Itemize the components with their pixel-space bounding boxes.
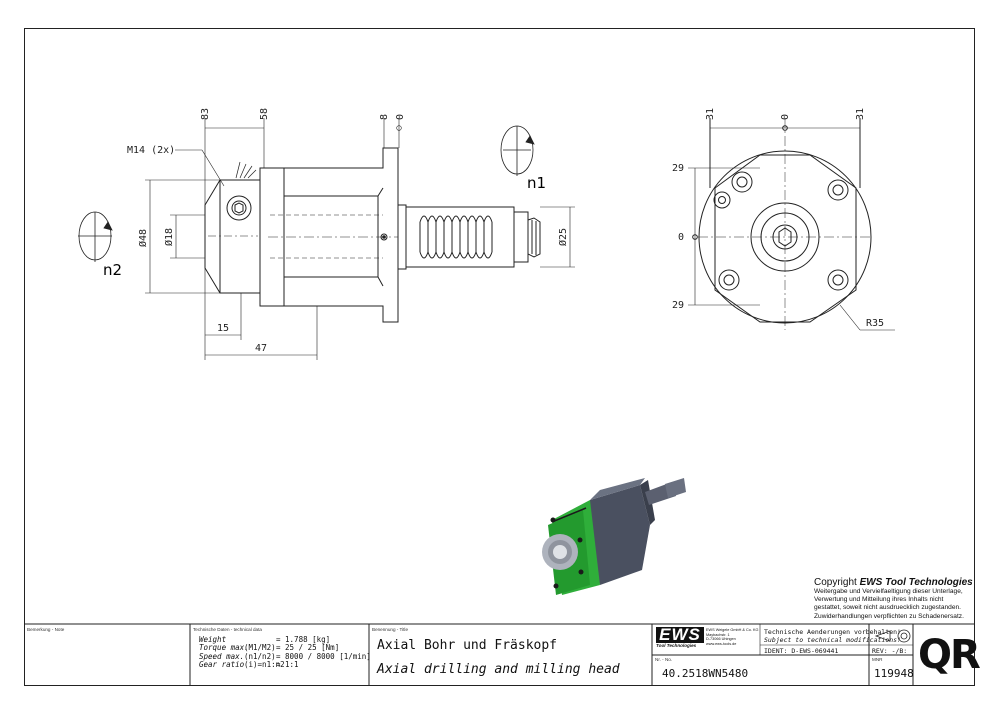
techdata-labels: Weight Torque max. Speed max. Gear ratio xyxy=(199,635,249,670)
techdata-values: = 1.788 [kg] = 25 / 25 [Nm] = 8000 / 800… xyxy=(276,635,371,670)
thread-hole-icon xyxy=(226,195,252,221)
company-line: EWS Weigele GmbH & Co. KG xyxy=(706,628,759,632)
part-number: 40.2518WN5480 xyxy=(662,667,749,680)
mnr-label: MNR xyxy=(872,657,883,662)
torque-value: = 25 / 25 [Nm] xyxy=(276,643,340,653)
dim-58: 58 xyxy=(259,108,270,120)
company-address: EWS Weigele GmbH & Co. KG Maybachstr. 1 … xyxy=(706,628,758,646)
dimension-lines-side xyxy=(145,118,575,360)
rotation-n2-label: n2 xyxy=(103,261,122,279)
ident: IDENT: D-EWS-069441 xyxy=(764,647,839,655)
dim-31-right: 31 xyxy=(855,108,866,120)
copyright-prefix: Copyright xyxy=(814,577,860,588)
copyright-line: gestattet, soweit nicht ausdruecklich zu… xyxy=(814,604,961,612)
dim-47: 47 xyxy=(255,343,267,354)
housing-outline xyxy=(259,147,399,323)
torque-label: Torque max. xyxy=(199,643,249,653)
dim-31-left: 31 xyxy=(705,108,716,120)
company-line: D-73066 Uhingen xyxy=(706,637,736,642)
title-block-frame xyxy=(24,623,975,686)
title-german: Axial Bohr und Fräskopf xyxy=(377,638,558,653)
copyright-line: Verwertung und Mitteilung ihres Inhalts … xyxy=(814,596,944,604)
spline-shaft xyxy=(397,204,541,270)
copyright-note: Copyright EWS Tool Technologies Weiterga… xyxy=(814,577,974,621)
weight-label: Weight xyxy=(199,635,227,644)
techdata-header: Technische Daten - technical data xyxy=(193,627,262,632)
company-line: www.ews-tools.de xyxy=(706,641,737,646)
front-view xyxy=(688,118,895,331)
dim-dia48: Ø48 xyxy=(137,229,149,247)
tolerance-symbol-icon xyxy=(874,629,911,643)
copyright-line: Zuwiderhandlungen verpflichten zu Schade… xyxy=(814,612,964,620)
ews-logo: EWS Tool Technologies xyxy=(656,626,704,648)
drawing-sheet xyxy=(24,28,975,686)
mnr-number: 119948 xyxy=(874,667,914,680)
dim-r35: R35 xyxy=(866,318,884,329)
remarks-header: Bemerkung - Note xyxy=(27,627,65,632)
rotation-n1-icon xyxy=(500,125,535,176)
speed-label: Speed max. xyxy=(199,651,245,661)
dim-29-bottom: 29 xyxy=(672,300,684,311)
gear-sub: (i)=n1:n2 xyxy=(244,660,285,670)
copyright-brand: EWS Tool Technologies xyxy=(859,577,973,588)
rotation-n2-icon xyxy=(78,211,113,262)
dim-0-side: 0 xyxy=(395,114,406,120)
qr-mark: QR xyxy=(918,632,981,678)
changes-de: Technische Aenderungen vorbehalten! xyxy=(764,628,901,636)
speed-value: = 8000 / 8000 [1/min] xyxy=(276,651,371,661)
thread-label: M14 (2x) xyxy=(127,145,175,156)
logo-sub: Tool Technologies xyxy=(656,643,697,648)
speed-sub: (n1/n2) xyxy=(244,651,276,661)
dim-29-top: 29 xyxy=(672,163,684,174)
title-header: Benennung - Title xyxy=(372,627,409,632)
product-3d-render xyxy=(542,478,686,595)
hatch-marks xyxy=(235,161,257,179)
logo-text: EWS xyxy=(656,626,704,643)
rotation-n1-label: n1 xyxy=(527,174,546,192)
dim-83: 83 xyxy=(200,108,211,120)
revision: REV: -/B: xyxy=(872,647,908,655)
changes-en: Subject to technical modifications! xyxy=(764,636,901,644)
gear-label: Gear ratio xyxy=(199,660,245,670)
dim-0-front-left: 0 xyxy=(678,232,684,243)
company-line: Maybachstr. 1 xyxy=(706,632,730,637)
dim-dia25: Ø25 xyxy=(557,228,569,246)
copyright-line: Weitergabe und Vervielfaeltigung dieser … xyxy=(814,588,963,595)
weight-value: = 1.788 [kg] xyxy=(276,635,331,644)
dim-dia18: Ø18 xyxy=(163,228,175,246)
title-english: Axial drilling and milling head xyxy=(377,662,620,677)
torque-sub: (M1/M2) xyxy=(244,643,276,653)
gear-value: = 1:1 xyxy=(276,660,299,670)
techdata-subs: (M1/M2) (n1/n2) (i)=n1:n2 xyxy=(244,636,285,670)
drill-head-outline xyxy=(204,179,261,294)
dim-8: 8 xyxy=(379,114,390,120)
dim-15: 15 xyxy=(217,323,229,334)
nr-label: Nr. - No. xyxy=(655,657,673,662)
dim-0-front-top: 0 xyxy=(780,114,791,120)
